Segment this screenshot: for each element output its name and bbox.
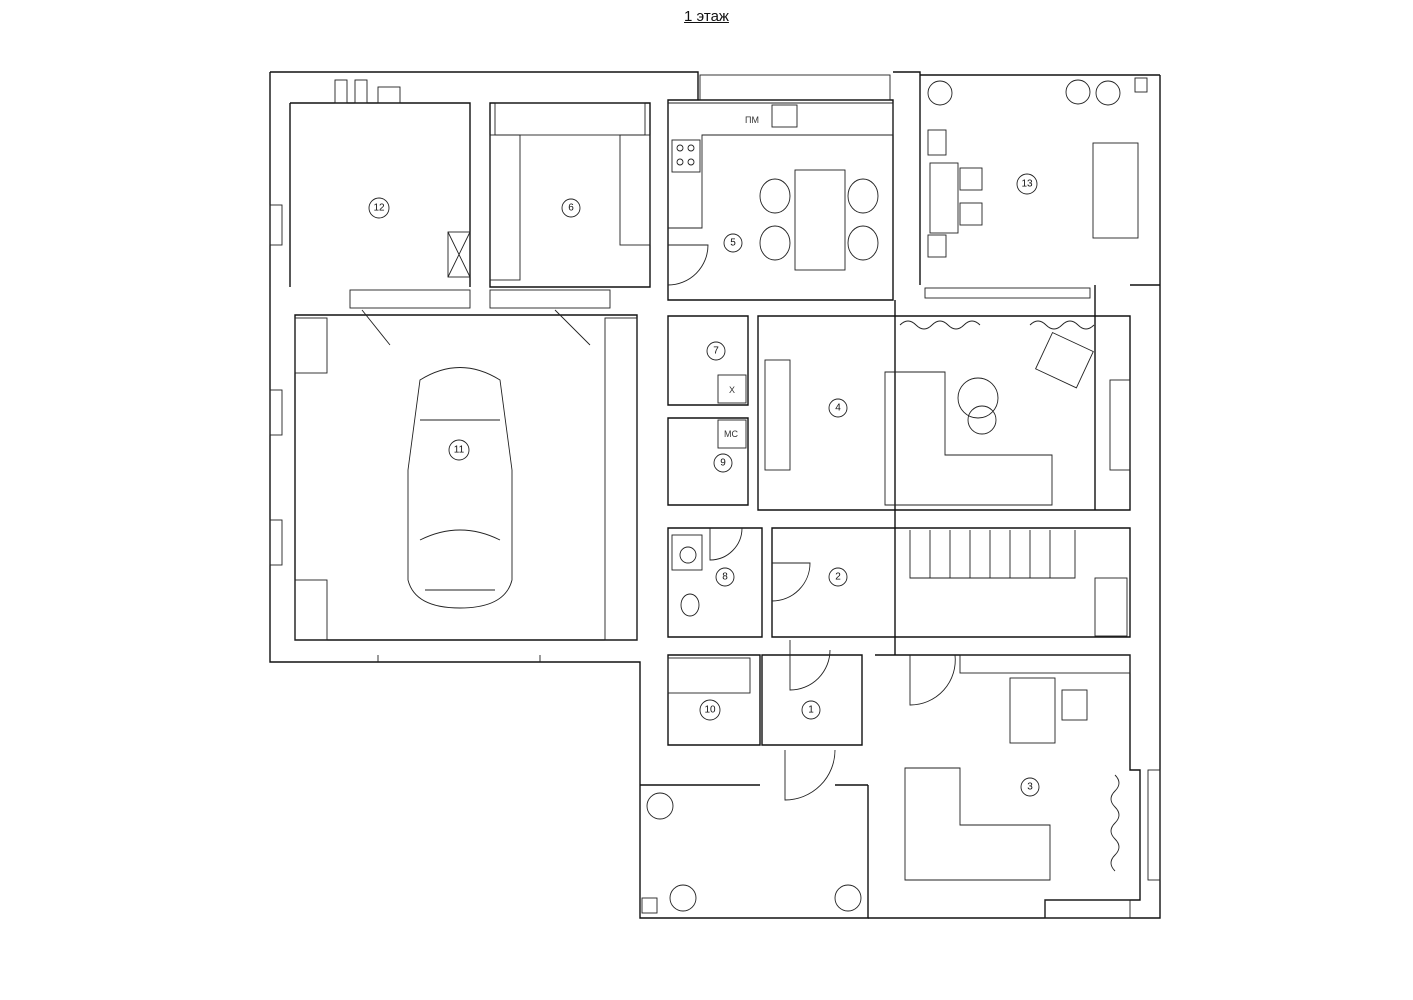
stairs (909, 530, 1076, 579)
svg-text:11: 11 (454, 445, 465, 456)
fridge-label: Х (729, 385, 735, 395)
room-label-5: 5 (723, 233, 743, 253)
svg-text:5: 5 (730, 238, 736, 249)
room-label-4: 4 (828, 398, 848, 418)
room-label-12: 12 (368, 197, 390, 219)
svg-text:7: 7 (713, 346, 719, 357)
washer-label: МС (724, 429, 738, 439)
living-furniture (764, 320, 1131, 506)
svg-text:12: 12 (373, 203, 385, 214)
room-label-6: 6 (561, 198, 581, 218)
svg-text:10: 10 (704, 705, 716, 716)
room-label-8: 8 (715, 567, 735, 587)
room-label-1: 1 (801, 700, 821, 720)
kitchen-furniture: ПМ (668, 102, 894, 271)
room-label-13: 13 (1016, 173, 1038, 195)
room-label-7: 7 (706, 341, 726, 361)
room-label-3: 3 (1020, 777, 1040, 797)
wardrobes (294, 102, 1128, 694)
car (407, 367, 513, 609)
dishwasher-label: ПМ (745, 115, 759, 125)
office-furniture (904, 654, 1131, 881)
svg-text:2: 2 (835, 572, 841, 583)
porch-plants (641, 792, 862, 914)
svg-text:3: 3 (1027, 782, 1033, 793)
svg-text:13: 13 (1021, 179, 1033, 190)
room-label-9: 9 (713, 453, 733, 473)
utility-fixtures: Х МС (671, 374, 747, 617)
boiler (334, 79, 471, 278)
svg-text:9: 9 (720, 458, 726, 469)
room-labels: 1 2 3 4 5 6 7 8 9 10 11 12 13 (368, 173, 1040, 797)
doors (361, 244, 956, 801)
svg-text:1: 1 (808, 705, 814, 716)
room-label-11: 11 (448, 439, 470, 461)
terrace-furniture (927, 77, 1148, 258)
windows (269, 74, 1161, 919)
svg-text:4: 4 (835, 403, 841, 414)
floor-title: 1 этаж (684, 8, 729, 25)
room-label-2: 2 (828, 567, 848, 587)
room-label-10: 10 (699, 699, 721, 721)
svg-text:6: 6 (568, 203, 574, 214)
svg-text:8: 8 (722, 572, 728, 583)
